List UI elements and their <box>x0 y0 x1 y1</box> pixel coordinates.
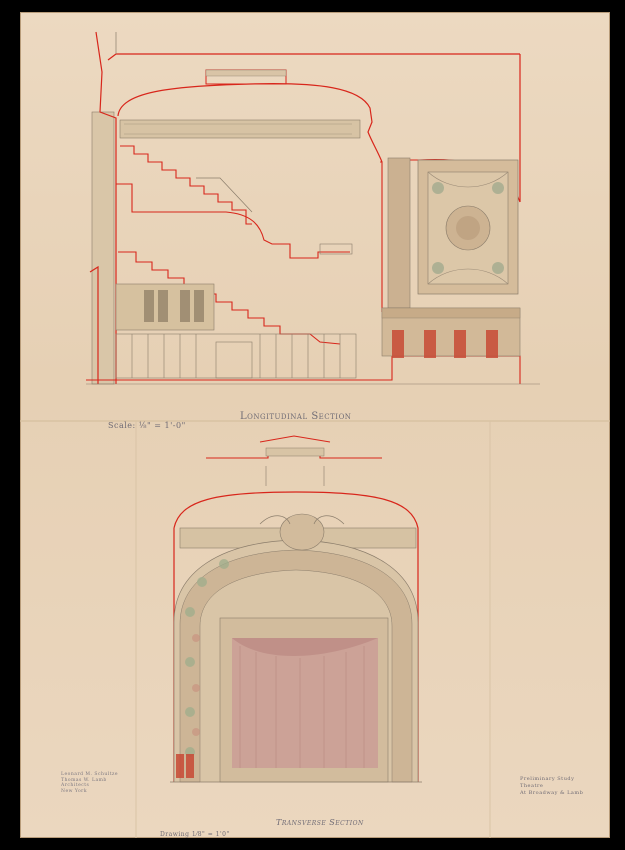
longitudinal-section-title: Longitudinal Section <box>240 411 352 422</box>
transverse-section-title: Transverse Section <box>276 818 364 827</box>
top-scale-note: Scale: ⅛" = 1'-0" <box>108 421 186 430</box>
architect-line: Leonard M. Schultze <box>61 772 119 777</box>
transverse-section <box>170 435 422 783</box>
study-line: Theatre <box>520 783 544 789</box>
study-title-block: Preliminary Study Theatre At Broadway & … <box>520 776 583 797</box>
architect-line: Architects <box>61 783 90 788</box>
architect-line: Thomas W. Lamb <box>61 777 107 783</box>
study-line: Preliminary Study <box>520 776 575 782</box>
architect-title-block: Leonard M. Schultze Thomas W. Lamb Archi… <box>61 772 118 794</box>
study-line: At Broadway & Lamb <box>520 790 584 796</box>
architect-line: New York <box>61 788 88 794</box>
drawing-sheet: Longitudinal Section Scale: ⅛" = 1'-0" T… <box>20 12 610 838</box>
bottom-scale-note: Drawing 1⁄8" = 1'0" <box>160 831 230 838</box>
longitudinal-section <box>86 31 540 385</box>
architectural-drawing <box>20 31 610 838</box>
